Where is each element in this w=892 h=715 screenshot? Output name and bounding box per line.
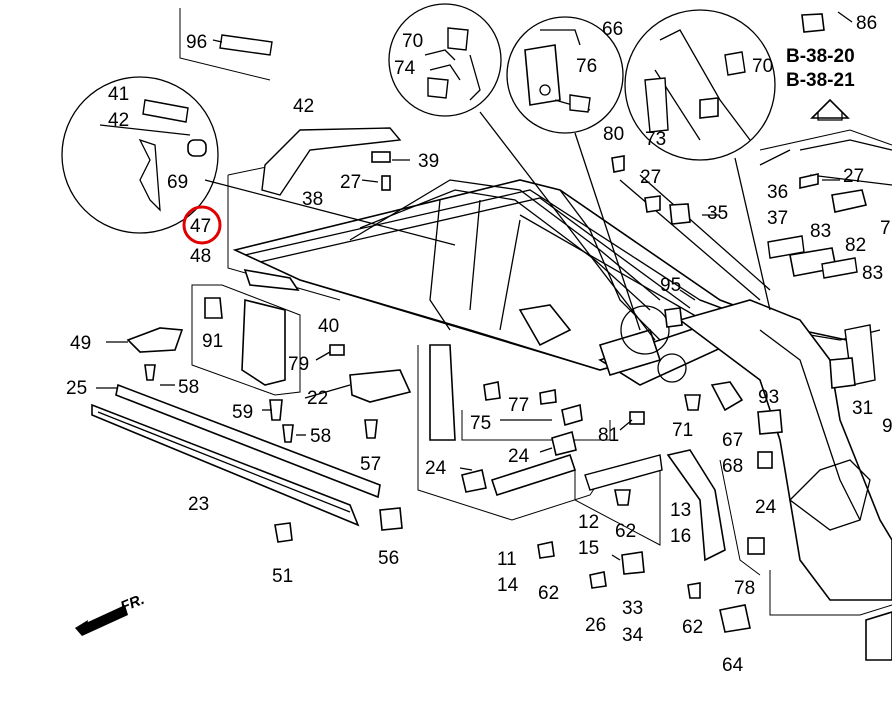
leader-detail-73 [734,157,771,311]
part-label-62: 62 [538,583,559,604]
part-label-31: 31 [852,398,873,419]
part-label-22: 22 [307,388,328,409]
part-label-69: 69 [167,172,188,193]
part-label-82: 82 [845,235,866,256]
part-label-81: 81 [598,425,619,446]
part-label-12: 12 [578,512,599,533]
highlight-circle-47 [182,205,222,245]
part-label-79: 79 [288,354,309,375]
part-label-9: 9 [882,416,892,437]
leader-detail-41 [204,179,456,246]
leader-detail-66 [574,132,641,331]
group-outline-rear [759,129,892,151]
part-label-91: 91 [202,331,223,352]
reference-b-38-20[interactable]: B-38-20 [786,46,855,67]
part-label-62: 62 [615,521,636,542]
front-direction-label: FR. [118,591,147,616]
part-label-96: 96 [186,32,207,53]
part-label-58: 58 [178,377,199,398]
part-label-37: 37 [767,208,788,229]
part-label-64: 64 [722,655,744,676]
group-outline-lower [417,345,601,521]
part-label-16: 16 [670,526,691,547]
group-outline-96 [179,8,271,81]
part-label-27: 27 [640,167,661,188]
part-label-48: 48 [190,246,211,267]
part-label-15: 15 [578,538,599,559]
part-label-27: 27 [843,166,864,187]
part-label-76: 76 [576,56,597,77]
part-label-67: 67 [722,430,743,451]
detail-circle-66-76 [506,16,624,134]
part-label-26: 26 [585,615,606,636]
part-label-66: 66 [602,19,623,40]
leader-lines [96,11,853,561]
part-label-47: 47 [190,216,211,237]
small-parts [126,13,892,661]
front-direction-arrow [75,605,128,636]
detail-circle-70-74 [388,3,502,117]
part-label-49: 49 [70,333,91,354]
part-label-40: 40 [318,316,339,337]
part-label-58: 58 [310,426,331,447]
part-label-33: 33 [622,598,643,619]
part-label-42: 42 [293,96,314,117]
part-label-42: 42 [108,110,129,131]
part-label-27: 27 [340,172,361,193]
part-label-24: 24 [508,446,530,467]
part-label-70: 70 [752,56,773,77]
top-frame-assembly [232,139,892,601]
part-label-59: 59 [232,402,253,423]
part-label-24: 24 [425,458,447,479]
part-label-38: 38 [302,189,323,210]
group-outline-bracket [191,284,301,396]
part-label-25: 25 [66,378,87,399]
group-outline-13 [719,459,761,576]
part-label-7: 7 [880,218,891,239]
part-label-35: 35 [707,203,728,224]
group-outline-mid [461,410,611,441]
part-label-11: 11 [497,549,517,570]
part-labels: 96 70 74 66 76 70 86 41 42 42 39 69 38 2… [66,13,892,676]
part-label-24: 24 [755,497,777,518]
part-label-83: 83 [810,221,831,242]
part-label-71: 71 [672,420,693,441]
reference-b-38-21[interactable]: B-38-21 [786,70,855,91]
part-label-62: 62 [682,617,703,638]
group-outline-right [769,570,892,616]
part-label-83: 83 [862,263,883,284]
part-label-56: 56 [378,548,399,569]
part-label-36: 36 [767,182,788,203]
part-label-86: 86 [856,13,877,34]
part-label-68: 68 [722,456,743,477]
front-rail [91,383,381,527]
part-label-13: 13 [670,500,691,521]
part-label-78: 78 [734,578,755,599]
part-label-80: 80 [603,124,624,145]
part-label-77: 77 [508,395,529,416]
part-label-73: 73 [645,129,666,150]
part-label-74: 74 [394,58,416,79]
part-label-70: 70 [402,31,423,52]
part-label-34: 34 [622,625,644,646]
detail-circle-70-73 [624,9,776,161]
detail-circle-41 [61,76,219,234]
part-label-93: 93 [758,387,779,408]
part-label-23: 23 [188,494,209,515]
part-label-51: 51 [272,566,293,587]
group-outline-seal [574,470,661,546]
reference-arrow [810,98,850,119]
part-label-39: 39 [418,151,439,172]
part-label-95: 95 [660,275,681,296]
part-label-57: 57 [360,454,381,475]
part-label-41: 41 [108,84,129,105]
part-label-75: 75 [470,413,491,434]
leader-detail-74 [479,111,656,341]
part-label-14: 14 [497,575,519,596]
